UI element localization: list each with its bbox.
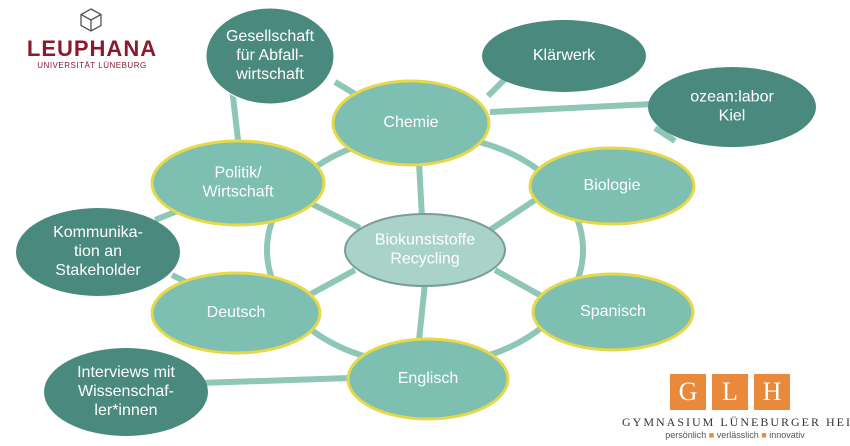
label-line: ozean:labor <box>690 89 774 106</box>
glh-letter-h: H <box>754 374 790 410</box>
node-label: Kommunika-tion an Stakeholder <box>53 224 143 279</box>
leuphana-logo: LEUPHANA UNIVERSITÄT LÜNEBURG <box>12 8 172 70</box>
glh-logo: G L H GYMNASIUM LÜNEBURGER HEIDE persönl… <box>622 374 850 440</box>
connector-chemie-ozeanlabor <box>489 101 653 115</box>
label-line: Englisch <box>398 370 458 387</box>
label-line: für Abfall- <box>236 47 304 64</box>
connector-interviews-englisch <box>199 375 351 386</box>
label-line: Wirtschaft <box>202 184 274 201</box>
connector-chemie-klaerwerk <box>485 75 509 99</box>
label-line: Deutsch <box>207 304 266 321</box>
label-line: Recycling <box>390 251 459 268</box>
ring-node-spanisch: Spanisch <box>531 272 695 352</box>
glh-letter-g: G <box>670 374 706 410</box>
glh-tag-2: verlässlich <box>716 430 759 440</box>
label-line: tion an <box>74 243 122 260</box>
ring-node-biologie: Biologie <box>528 146 696 226</box>
connector-politik-gesellschaft <box>229 87 241 141</box>
label-line: Interviews mit <box>77 364 175 381</box>
label-line: ler*innen <box>94 402 157 419</box>
leuphana-subtitle: UNIVERSITÄT LÜNEBURG <box>37 61 147 70</box>
node-label: Gesellschaft für Abfall-wirtschaft <box>226 28 315 83</box>
ring-node-englisch: Englisch <box>346 337 510 421</box>
connector-center-biologie <box>488 195 540 233</box>
glh-letter-l: L <box>712 374 748 410</box>
glh-tag-3: innovativ <box>769 430 805 440</box>
label-line: Kommunika- <box>53 224 143 241</box>
label-line: Gesellschaft <box>226 28 315 45</box>
label-line: Stakeholder <box>55 262 141 279</box>
node-label: Deutsch <box>207 304 266 321</box>
label-line: wirtschaft <box>235 66 304 83</box>
separator-icon: ■ <box>761 430 767 440</box>
label-line: Chemie <box>383 114 438 131</box>
label-line: Kiel <box>719 108 746 125</box>
partner-node-kommunikation: Kommunika-tion an Stakeholder <box>16 208 180 296</box>
node-label: Politik/Wirtschaft <box>202 165 274 201</box>
node-label: Klärwerk <box>533 47 596 64</box>
connector-center-spanisch <box>493 267 547 301</box>
ring-node-politik: Politik/Wirtschaft <box>150 139 326 227</box>
label-line: Wissenschaf- <box>78 383 174 400</box>
label-line: Politik/ <box>214 165 262 182</box>
label-line: Klärwerk <box>533 47 596 64</box>
label-line: Biokunststoffe <box>375 232 475 249</box>
partner-node-gesellschaft: Gesellschaft für Abfall-wirtschaft <box>205 7 335 105</box>
connector-ozeanlabor-biologie <box>653 125 677 144</box>
ring-node-deutsch: Deutsch <box>150 271 322 355</box>
partner-node-klaerwerk: Klärwerk <box>482 20 646 92</box>
glh-tag-1: persönlich <box>665 430 707 440</box>
glh-tagline: persönlich ■ verlässlich ■ innovativ <box>630 430 840 440</box>
node-label: Englisch <box>398 370 458 387</box>
node-label: Biologie <box>584 177 641 194</box>
label-line: Biologie <box>584 177 641 194</box>
label-line: Spanisch <box>580 303 646 320</box>
ring-node-chemie: Chemie <box>331 79 491 167</box>
separator-icon: ■ <box>708 430 715 440</box>
glh-letter-boxes: G L H <box>670 374 790 410</box>
node-label: Chemie <box>383 114 438 131</box>
node-label: Spanisch <box>580 303 646 320</box>
glh-name: GYMNASIUM LÜNEBURGER HEIDE <box>622 415 850 429</box>
hexagon-cube-icon <box>80 8 102 32</box>
leuphana-name: LEUPHANA <box>26 36 158 61</box>
